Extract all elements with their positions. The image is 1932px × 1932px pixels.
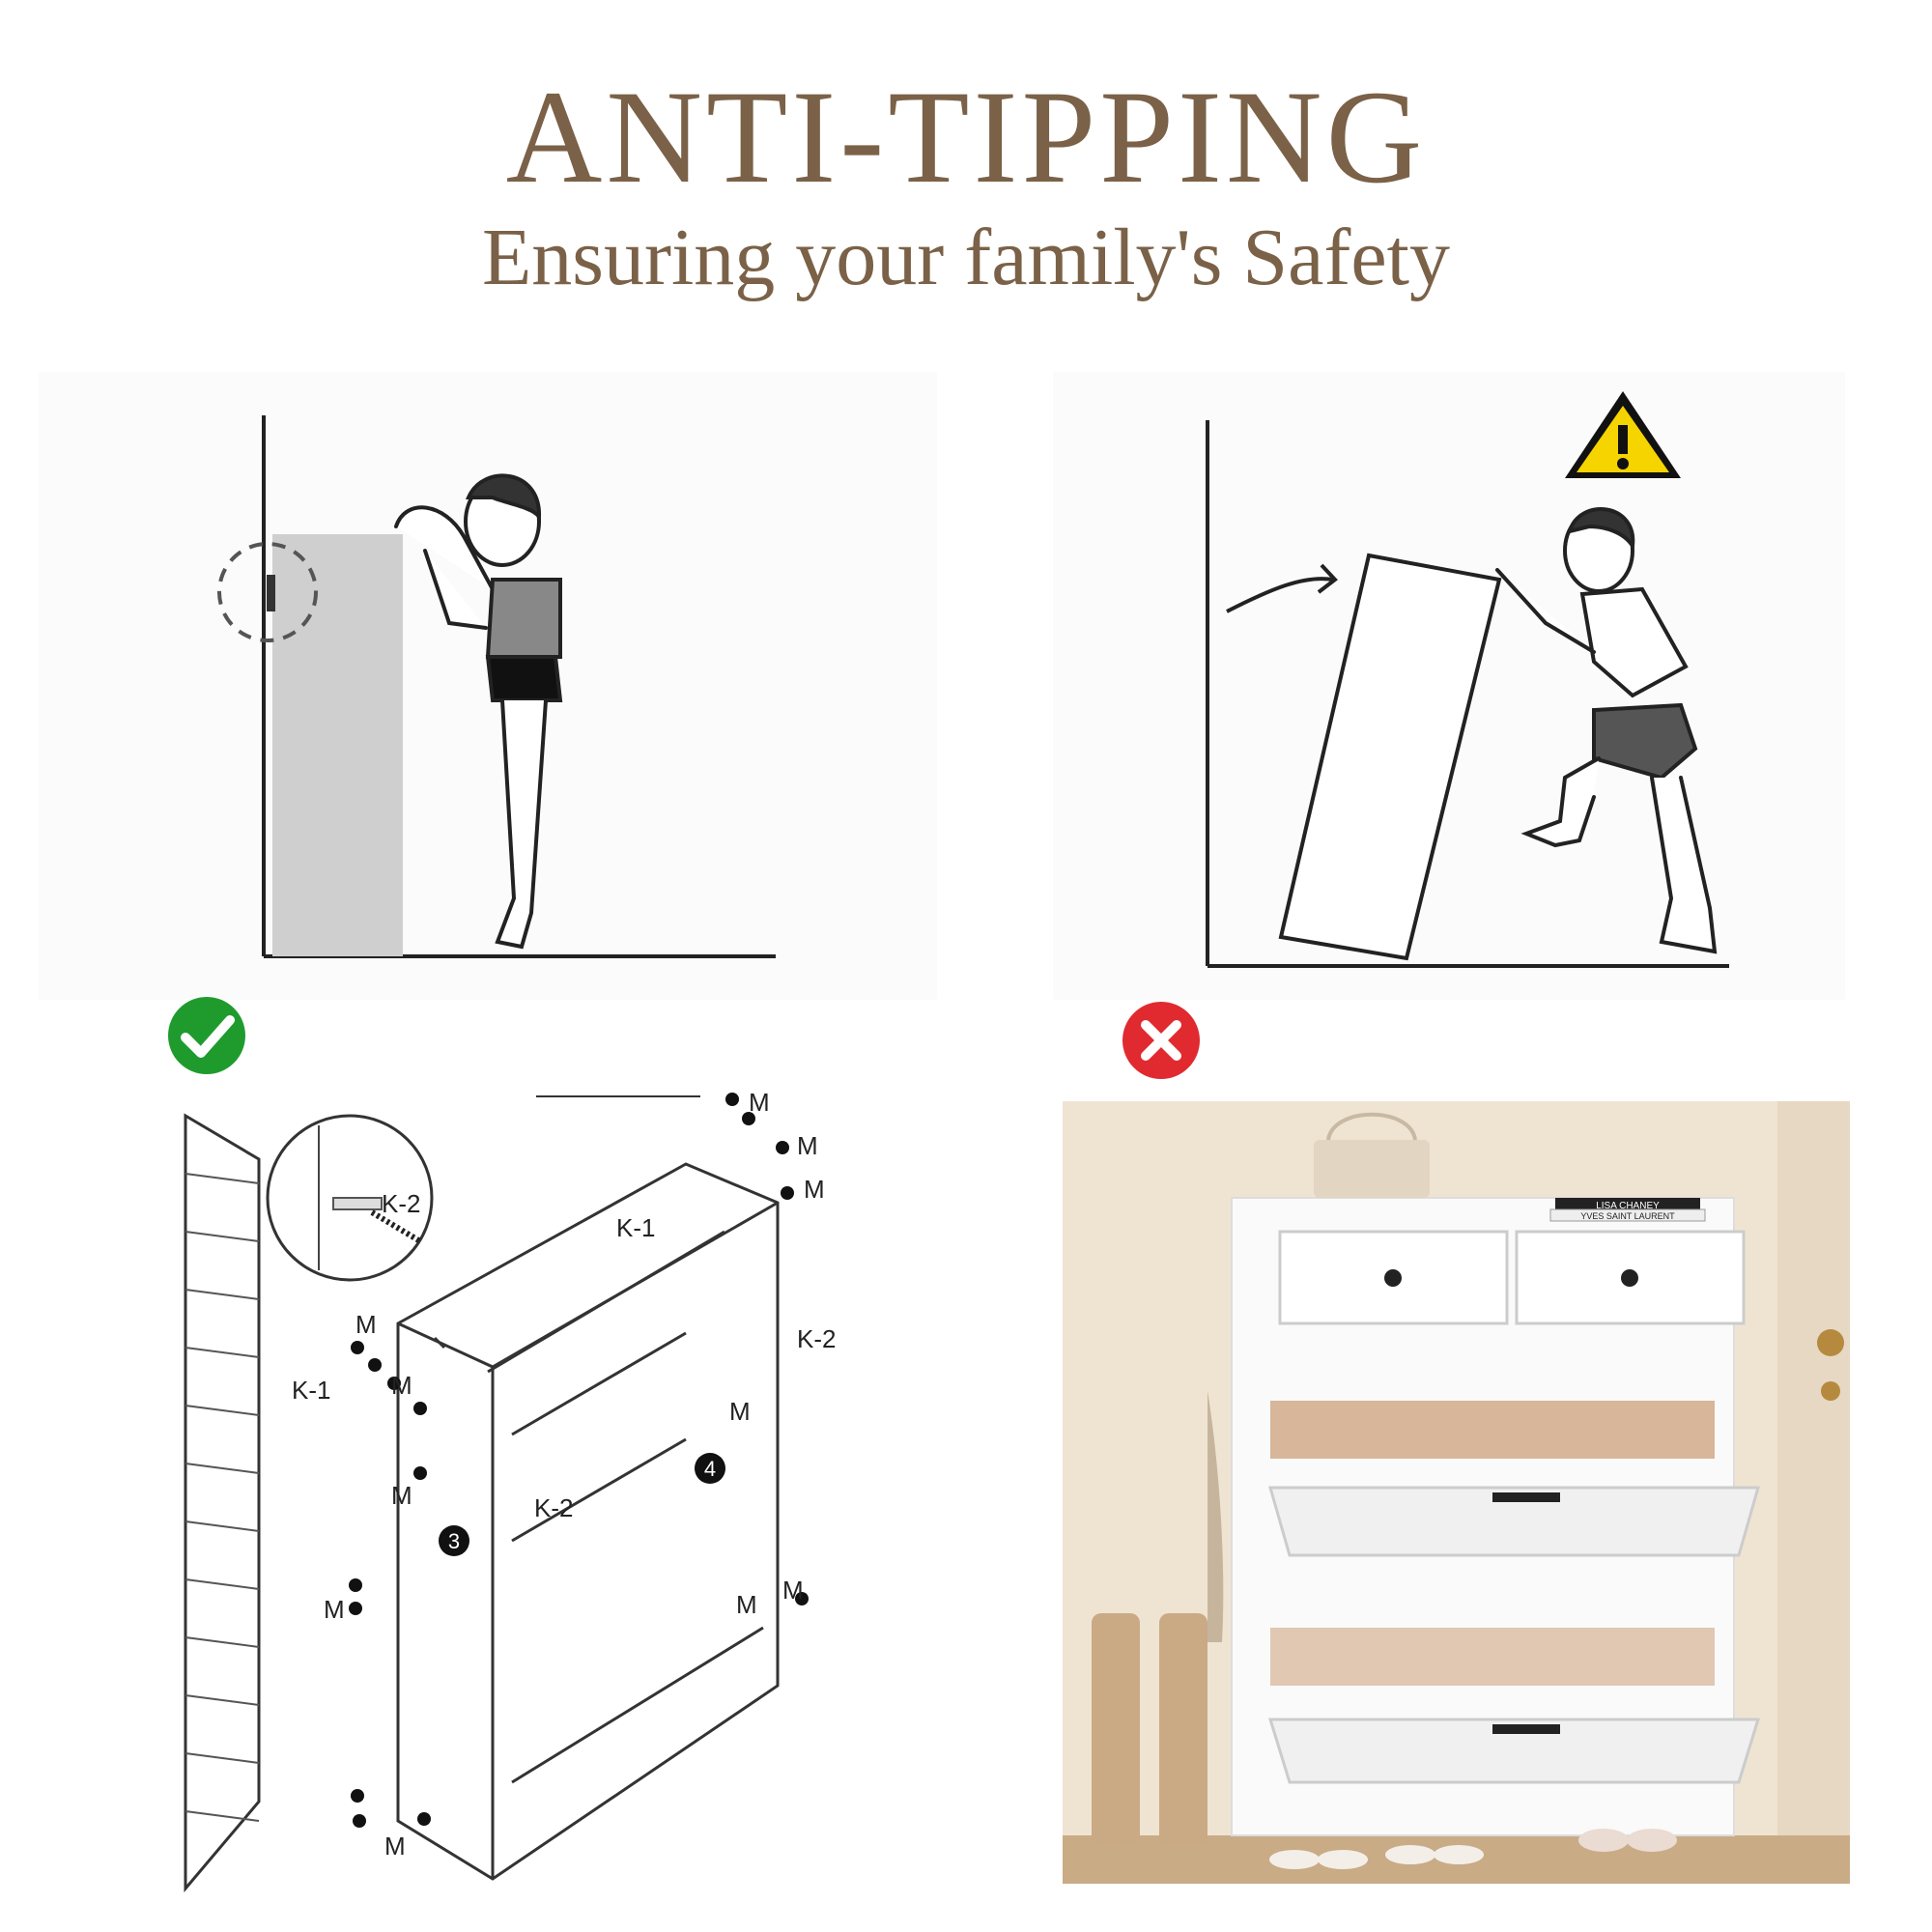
label-m: M xyxy=(729,1397,751,1426)
label-k2: K-2 xyxy=(797,1324,836,1353)
step-3-label: 3 xyxy=(448,1529,460,1553)
label-m: M xyxy=(324,1595,345,1624)
book-title-2: YVES SAINT LAURENT xyxy=(1580,1211,1675,1221)
green-check-icon xyxy=(168,997,245,1074)
label-m: M xyxy=(355,1310,377,1339)
brick-wall xyxy=(184,1113,261,1893)
warning-triangle-icon xyxy=(1565,391,1681,478)
anchored-cabinet-illustration xyxy=(39,372,937,1000)
label-k2: K-2 xyxy=(534,1493,573,1522)
label-m: M xyxy=(391,1371,412,1400)
red-x-icon xyxy=(1122,1002,1200,1079)
shoe-cabinet-photo: LISA CHANEY YVES SAINT LAURENT xyxy=(1063,1101,1850,1884)
book-title-1: LISA CHANEY xyxy=(1596,1201,1660,1211)
assembly-diagram: 3 4 M M M M M M M M M M M K-1 K-1 K-2 K-… xyxy=(145,1087,918,1918)
label-m: M xyxy=(384,1832,406,1861)
tipping-cabinet-illustration xyxy=(1053,372,1845,1000)
label-k1: K-1 xyxy=(292,1376,330,1405)
label-m: M xyxy=(749,1088,770,1117)
label-m: M xyxy=(391,1481,412,1510)
label-m: M xyxy=(736,1590,757,1619)
label-k1: K-1 xyxy=(616,1213,655,1242)
label-m: M xyxy=(782,1576,804,1605)
label-k2: K-2 xyxy=(382,1189,420,1218)
step-4-label: 4 xyxy=(704,1457,716,1481)
page-subtitle: Ensuring your family's Safety xyxy=(482,213,1450,302)
page-title: ANTI-TIPPING xyxy=(505,63,1427,211)
label-m: M xyxy=(797,1131,818,1160)
label-m: M xyxy=(804,1175,825,1204)
